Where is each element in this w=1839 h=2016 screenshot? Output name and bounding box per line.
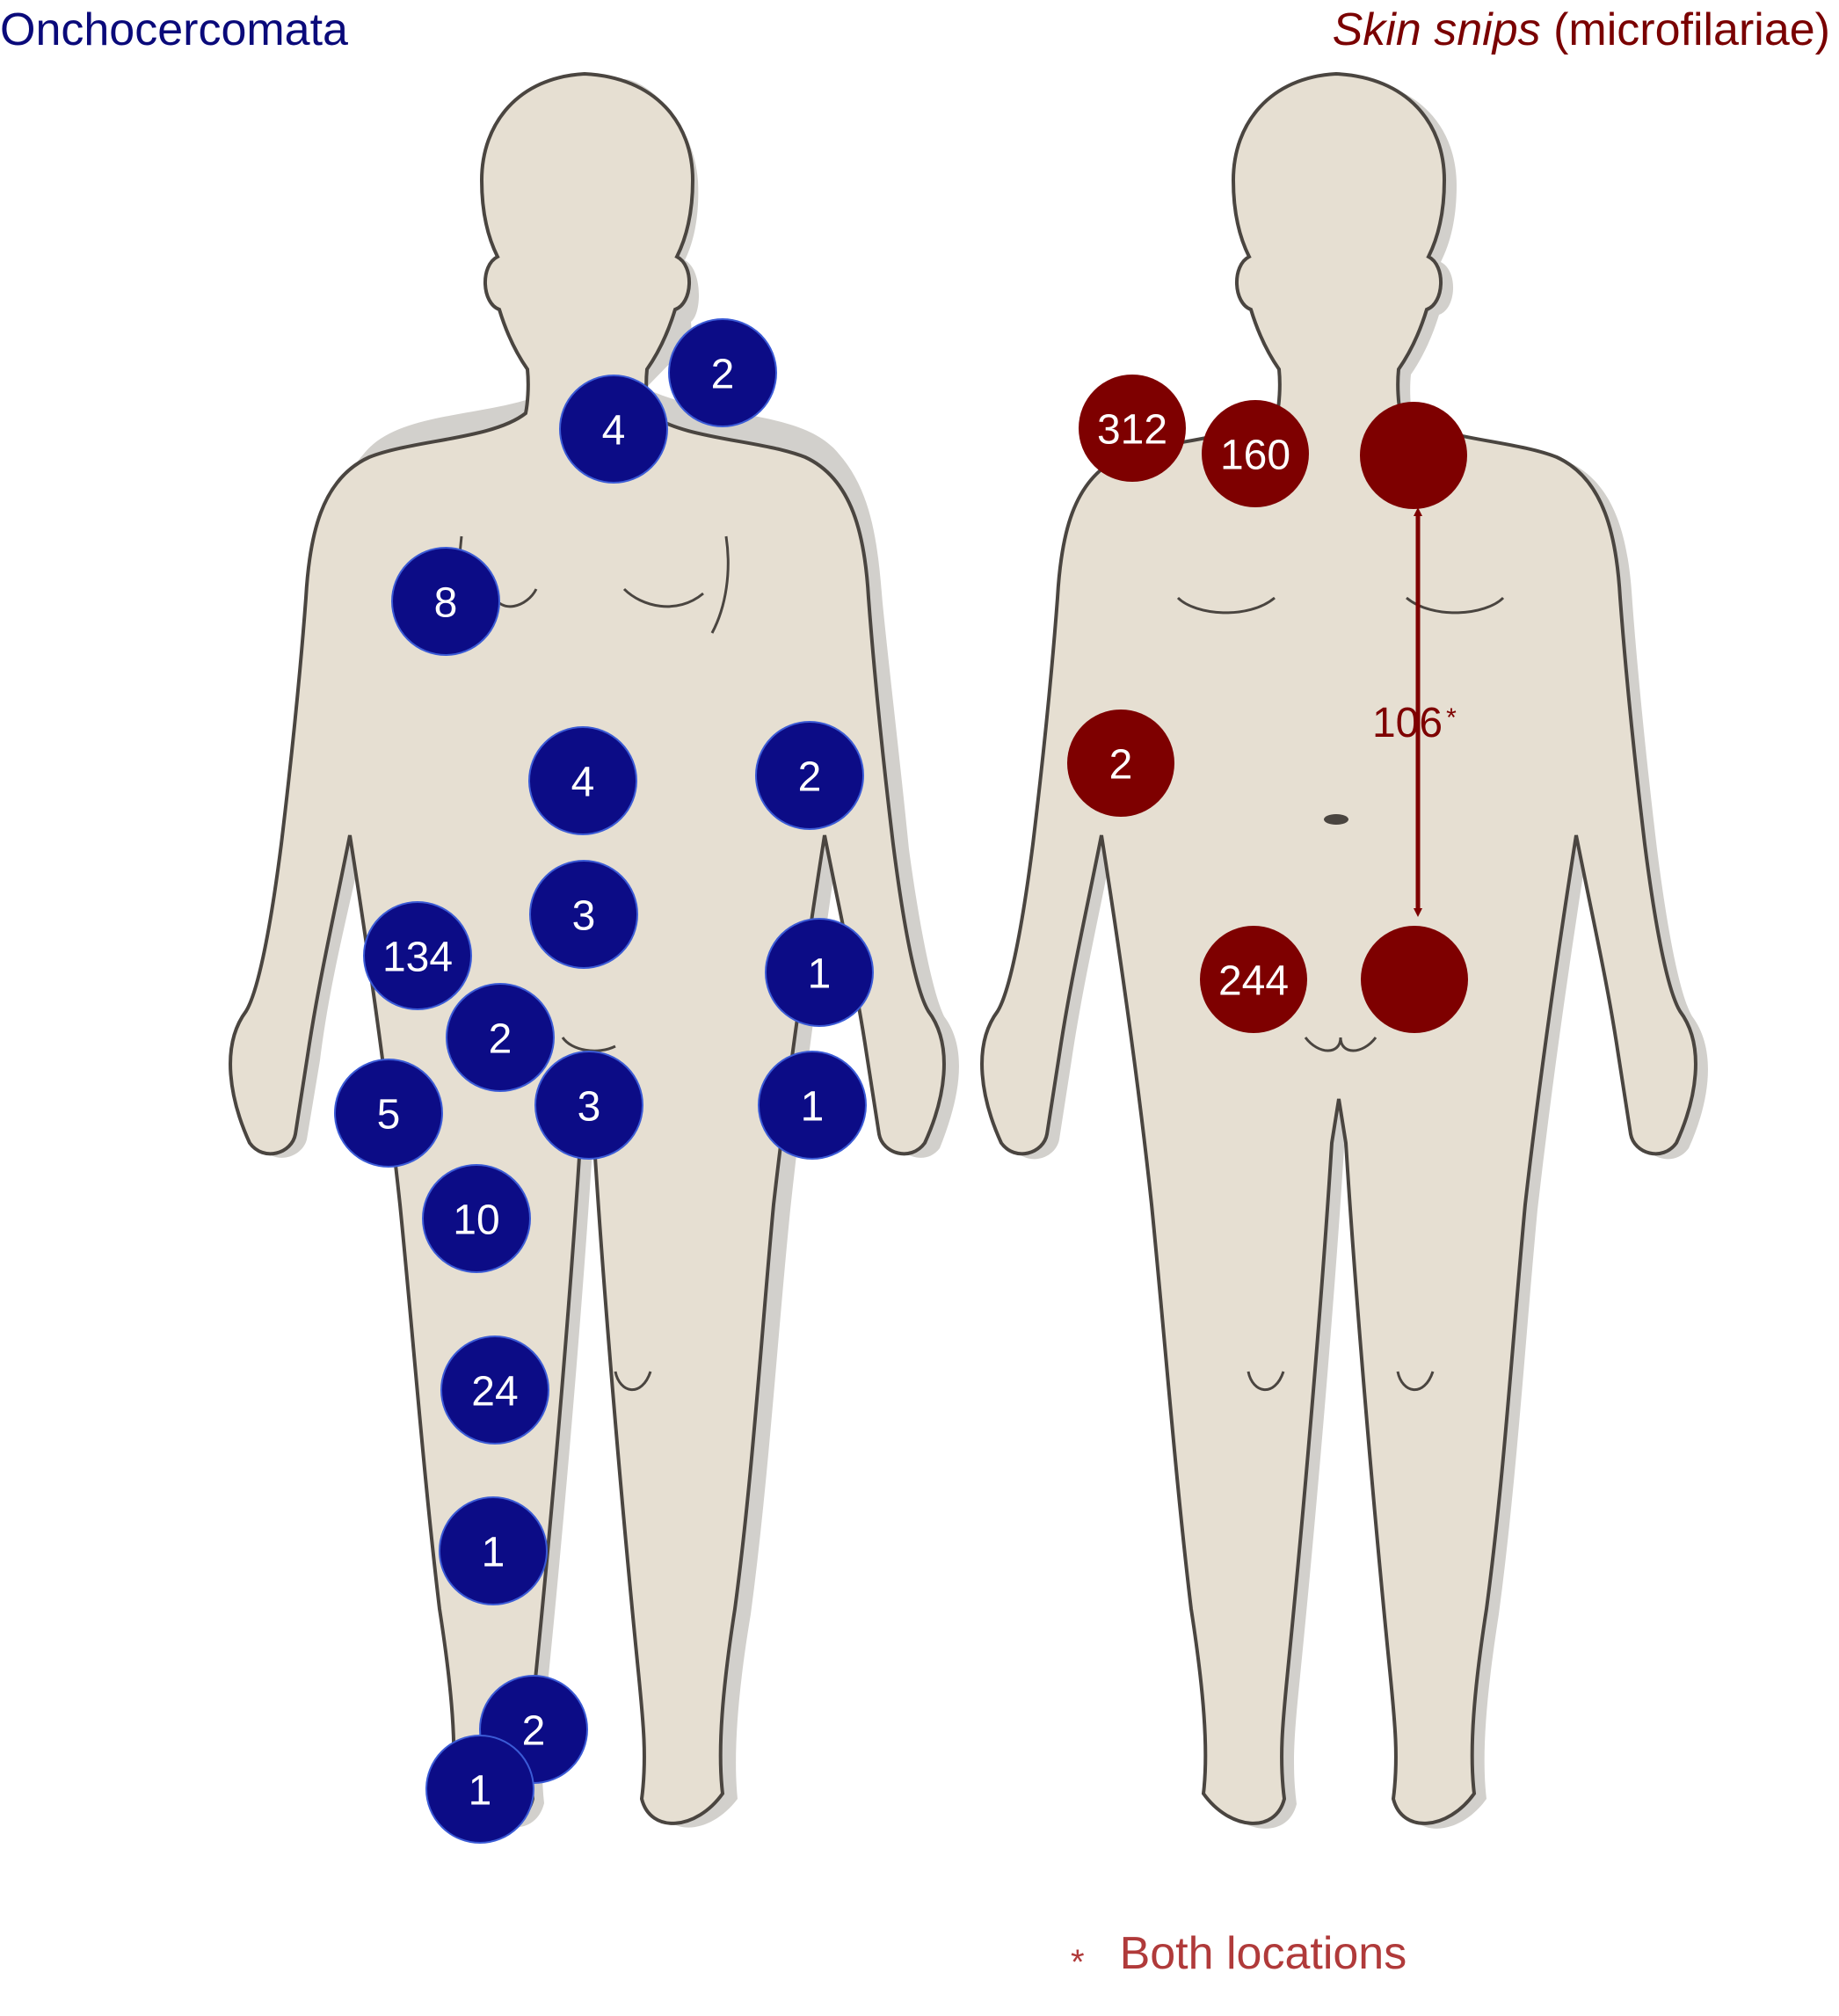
nodule-marker: 1 — [765, 918, 874, 1027]
nodule-marker: 3 — [529, 860, 638, 969]
footnote: * Both locations — [1071, 1927, 1407, 1982]
marker-circle — [534, 1051, 643, 1160]
nodule-marker: 2 — [446, 983, 555, 1092]
back-body-figure — [980, 71, 1708, 1829]
marker-label: 2 — [798, 753, 822, 800]
skin-snips-title-italic: Skin snips — [1332, 4, 1541, 55]
marker-label: 1 — [482, 1529, 505, 1576]
skin-snip-marker: 312 — [1079, 375, 1186, 482]
navel — [1324, 814, 1348, 825]
marker-label: 3 — [572, 892, 596, 939]
marker-circle — [363, 901, 472, 1010]
marker-label: 160 — [1220, 432, 1290, 478]
nodule-marker: 4 — [528, 726, 637, 835]
nodule-marker: 1 — [439, 1496, 548, 1605]
nodule-marker: 5 — [334, 1059, 443, 1168]
marker-circle — [668, 318, 777, 427]
nodule-marker: 1 — [758, 1051, 867, 1160]
back-detail-lines — [1176, 596, 1505, 1392]
marker-circle — [1360, 402, 1467, 509]
marker-label: 5 — [377, 1091, 401, 1138]
marker-circle — [439, 1496, 548, 1605]
skin-snip-marker: 160 — [1202, 400, 1309, 507]
marker-circle — [422, 1164, 531, 1273]
marker-label: 1 — [808, 950, 832, 997]
marker-circle — [765, 918, 874, 1027]
marker-circle — [1079, 375, 1186, 482]
skin-snip-marker: 2 — [1067, 710, 1174, 817]
skin-snips-title: Skin snips (microfilariae) — [1333, 2, 1830, 58]
marker-label: 2 — [1109, 741, 1133, 788]
skin-snip-marker — [1361, 926, 1468, 1033]
nodule-marker: 8 — [391, 547, 500, 656]
marker-label: 244 — [1218, 957, 1289, 1004]
nodule-marker: 4 — [559, 375, 668, 484]
footnote-text: Both locations — [1119, 1928, 1407, 1979]
onchocercomata-title: Onchocercomata — [0, 4, 348, 55]
marker-circle — [1200, 926, 1307, 1033]
marker-label: 4 — [571, 759, 595, 805]
nodule-marker: 3 — [534, 1051, 643, 1160]
marker-circle — [1361, 926, 1468, 1033]
marker-label: 1 — [801, 1083, 825, 1130]
nodule-marker: 10 — [422, 1164, 531, 1273]
marker-circle — [528, 726, 637, 835]
marker-circle — [529, 860, 638, 969]
marker-circle — [334, 1059, 443, 1168]
marker-circle — [446, 983, 555, 1092]
marker-label: 2 — [522, 1707, 546, 1754]
nodule-marker: 24 — [440, 1336, 549, 1445]
marker-label: 1 — [469, 1767, 492, 1814]
marker-label: 8 — [434, 579, 458, 626]
footnote-asterisk: * — [1071, 1943, 1085, 1982]
nodule-marker: 1 — [425, 1735, 534, 1844]
nodule-marker: 134 — [363, 901, 472, 1010]
marker-label: 2 — [711, 351, 735, 397]
marker-label: 4 — [602, 407, 626, 454]
marker-label: 2 — [489, 1015, 512, 1062]
marker-circle — [391, 547, 500, 656]
marker-circle — [1067, 710, 1174, 817]
skin-snip-marker: 244 — [1200, 926, 1307, 1033]
marker-circle — [425, 1735, 534, 1844]
body-outline-right — [980, 71, 1697, 1825]
marker-circle — [1202, 400, 1309, 507]
marker-circle — [440, 1336, 549, 1445]
both-locations-asterisk: * — [1446, 703, 1457, 732]
marker-label: 312 — [1097, 406, 1167, 453]
marker-label: 3 — [578, 1083, 601, 1130]
skin-snip-marker — [1360, 402, 1467, 509]
nodule-marker: 2 — [755, 721, 864, 830]
marker-label: 134 — [382, 934, 453, 980]
marker-circle — [559, 375, 668, 484]
marker-circle — [758, 1051, 867, 1160]
nodule-marker: 2 — [668, 318, 777, 427]
both-locations-value: 106 — [1372, 700, 1443, 746]
marker-label: 24 — [471, 1368, 518, 1415]
skin-snip-sites: 312 160 2 244 — [1067, 375, 1468, 1033]
marker-label: 10 — [453, 1197, 499, 1243]
marker-circle — [755, 721, 864, 830]
skin-snips-title-rest: (microfilariae) — [1540, 4, 1830, 55]
